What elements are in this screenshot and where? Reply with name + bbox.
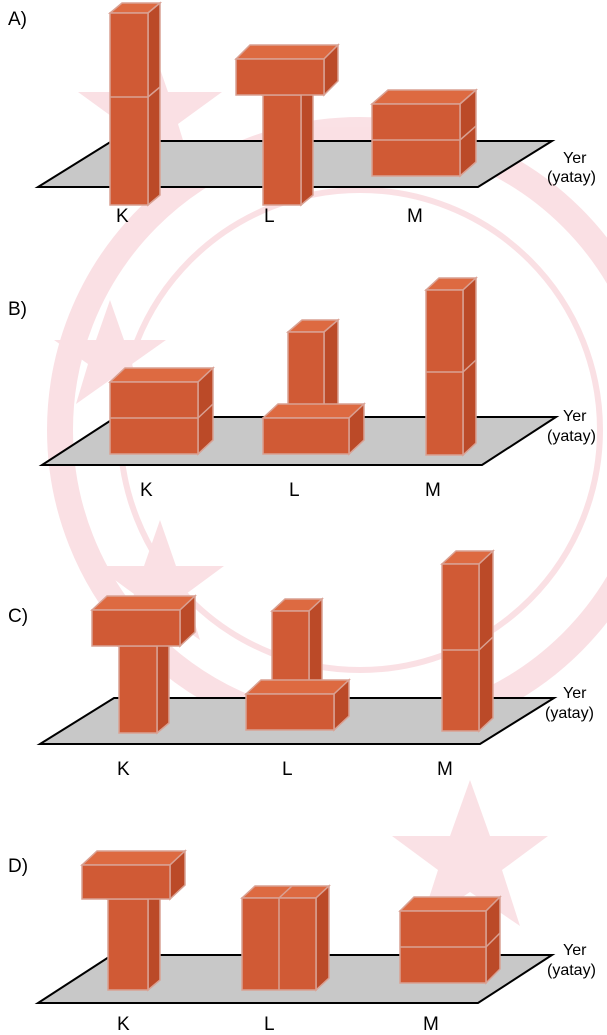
option-label: A) bbox=[8, 9, 27, 30]
object-m-horizontal-stack bbox=[398, 895, 502, 985]
object-label-m: M bbox=[423, 1014, 439, 1035]
option-c[interactable]: C) K L M Yer (yatay) bbox=[8, 549, 594, 780]
option-label: C) bbox=[8, 606, 28, 627]
object-label-k: K bbox=[140, 480, 153, 501]
object-k-vertical-tower bbox=[107, 1, 163, 207]
option-a[interactable]: A) K L M Yer (yatay) bbox=[8, 1, 596, 227]
option-label: B) bbox=[8, 299, 27, 320]
ground-label: Yer bbox=[563, 942, 587, 959]
option-label: D) bbox=[8, 856, 28, 877]
object-l-inverted-t bbox=[244, 597, 351, 732]
object-label-m: M bbox=[437, 759, 453, 780]
object-l-inverted-t bbox=[261, 318, 366, 456]
object-label-l: L bbox=[282, 759, 293, 780]
object-m-vertical-tower bbox=[440, 549, 495, 733]
object-label-l: L bbox=[264, 1014, 275, 1035]
object-k-t-shape bbox=[80, 849, 187, 992]
object-label-k: K bbox=[116, 206, 129, 227]
ground-label: Yer bbox=[563, 685, 587, 702]
object-m-vertical-tower bbox=[424, 276, 478, 457]
object-label-l: L bbox=[289, 480, 300, 501]
ground-label-sub: (yatay) bbox=[545, 705, 594, 722]
object-k-t-shape bbox=[90, 594, 197, 735]
object-label-k: K bbox=[117, 759, 130, 780]
option-b[interactable]: B) K L M Yer (yatay) bbox=[8, 276, 596, 501]
object-label-m: M bbox=[407, 206, 423, 227]
object-k-horizontal-stack bbox=[108, 366, 215, 456]
object-label-k: K bbox=[117, 1014, 130, 1035]
object-label-l: L bbox=[264, 206, 275, 227]
object-label-m: M bbox=[425, 480, 441, 501]
ground-label-sub: (yatay) bbox=[547, 428, 596, 445]
ground-label: Yer bbox=[563, 150, 587, 167]
object-l-t-shape bbox=[234, 43, 340, 207]
option-d[interactable]: D) K L M Yer (yatay) bbox=[8, 849, 596, 1035]
ground-label: Yer bbox=[563, 408, 587, 425]
object-m-horizontal-stack bbox=[370, 88, 478, 178]
ground-label-sub: (yatay) bbox=[547, 962, 596, 979]
ground-label-sub: (yatay) bbox=[547, 169, 596, 186]
object-l-side-by-side bbox=[240, 884, 331, 992]
